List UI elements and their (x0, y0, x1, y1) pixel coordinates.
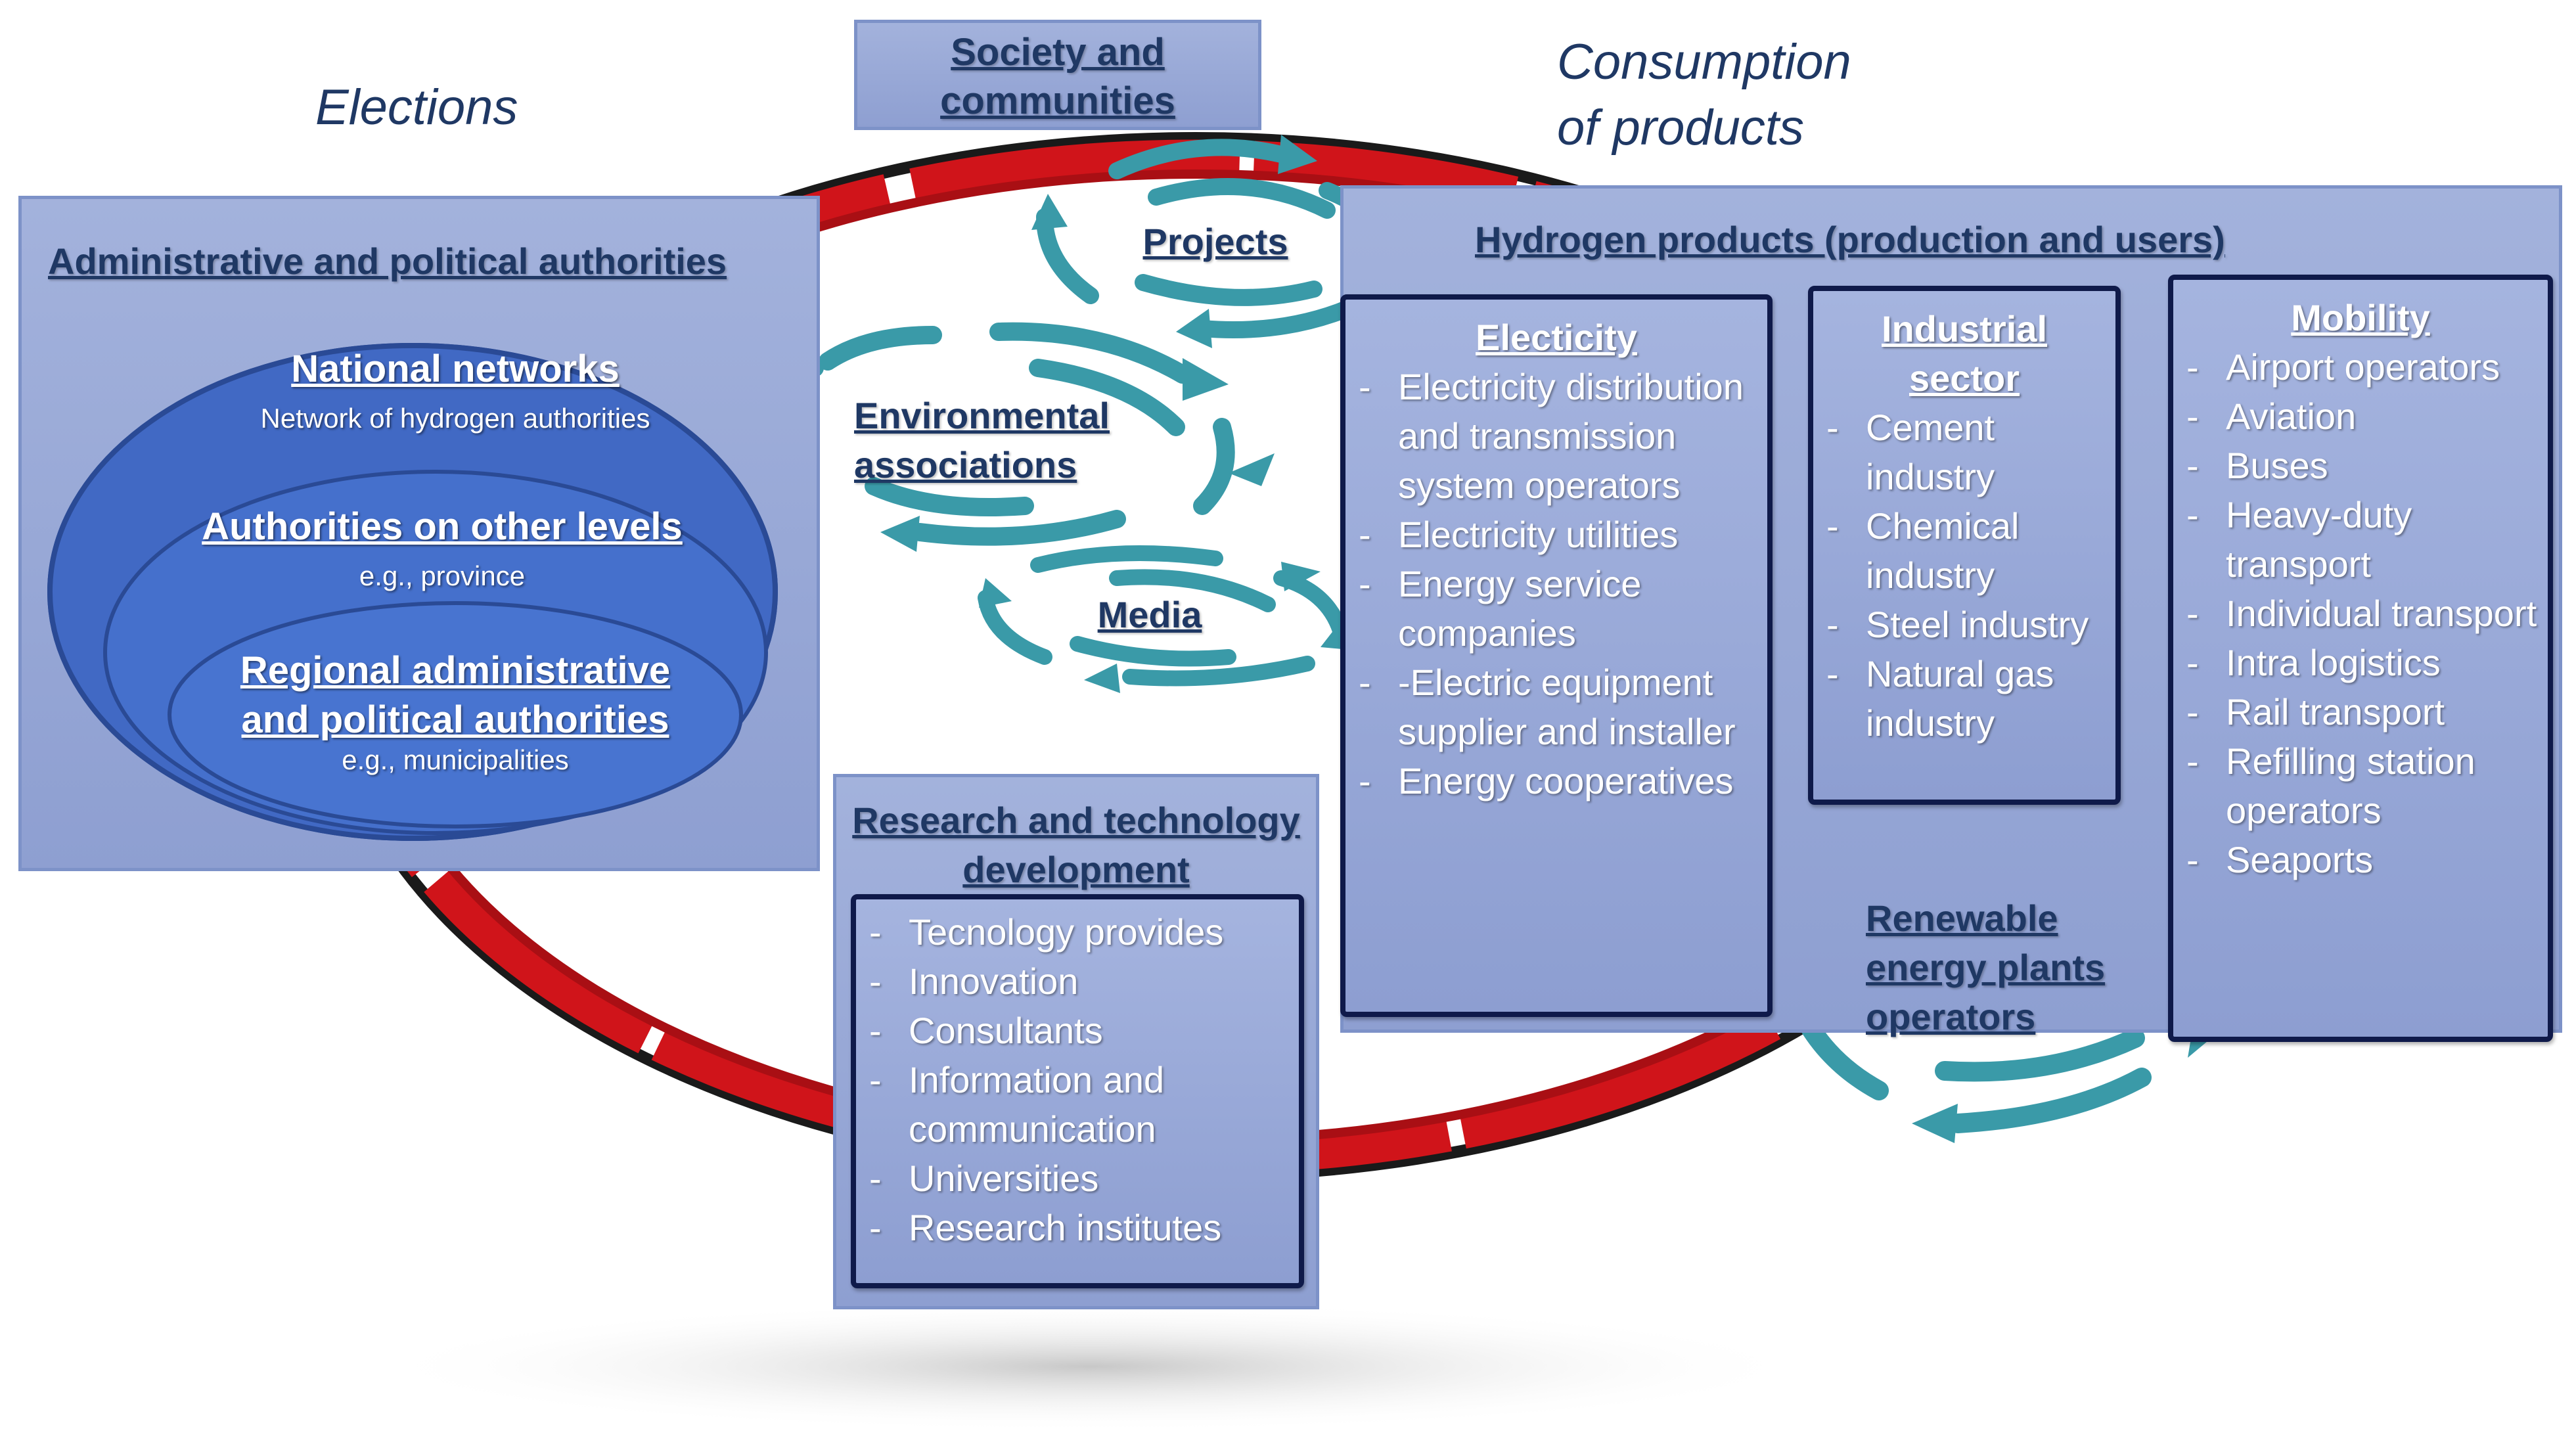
regional-authorities: Regional administrative and political au… (127, 646, 784, 776)
electricity-list: Electricity distribution and transmissio… (1345, 362, 1767, 805)
list-item: Information and communication (856, 1055, 1299, 1154)
mobility-box: Mobility Airport operatorsAviationBusesH… (2168, 275, 2553, 1042)
list-item: Intra logistics (2173, 638, 2548, 687)
media-label: Media (1097, 594, 1202, 635)
list-item: Rail transport (2173, 687, 2548, 736)
society-box: Society and communities (854, 20, 1261, 130)
list-item: Heavy-duty transport (2173, 490, 2548, 589)
consumption-label: Consumption of products (1557, 34, 1851, 156)
authorities-ellipses (47, 343, 778, 841)
list-item: Aviation (2173, 392, 2548, 441)
list-item: Tecnology provides (856, 907, 1299, 957)
environmental-label: Environmental associations (854, 395, 1110, 486)
list-item: Energy cooperatives (1345, 756, 1767, 805)
electricity-title: Electicity (1476, 317, 1637, 358)
list-item: Consultants (856, 1006, 1299, 1055)
ground-shadow (368, 1301, 1813, 1432)
list-item: Innovation (856, 957, 1299, 1006)
industrial-title: Industrial sector (1881, 308, 2048, 399)
industrial-list: Cement industryChemical industrySteel in… (1813, 403, 2115, 748)
list-item: Electricity utilities (1345, 510, 1767, 559)
list-item: Airport operators (2173, 342, 2548, 392)
list-item: Refilling station operators (2173, 736, 2548, 835)
research-list-box: Tecnology providesInnovationConsultantsI… (851, 894, 1304, 1288)
list-item: Seaports (2173, 835, 2548, 884)
list-item: Steel industry (1813, 600, 2115, 649)
list-item: Electricity distribution and transmissio… (1345, 362, 1767, 510)
research-box: Research and technology development Tecn… (833, 774, 1319, 1309)
other-authorities: Authorities on other levels e.g., provin… (114, 505, 771, 592)
media-swirl-icon (978, 545, 1348, 687)
list-item: Cement industry (1813, 403, 2115, 501)
other-authorities-sub: e.g., province (359, 560, 526, 591)
authorities-title: Administrative and political authorities (48, 240, 727, 282)
list-item: Universities (856, 1154, 1299, 1203)
society-title: Society and communities (940, 31, 1175, 122)
national-networks-sub: Network of hydrogen authorities (260, 403, 650, 434)
list-item: Individual transport (2173, 589, 2548, 638)
media-arrowheads-icon (979, 562, 1357, 693)
electricity-box: Electicity Electricity distribution and … (1340, 294, 1773, 1017)
research-title: Research and technology development (852, 800, 1300, 890)
list-item: Chemical industry (1813, 501, 2115, 600)
projects-swirl-icon (1036, 139, 1421, 338)
mobility-title: Mobility (2291, 297, 2430, 338)
regional-authorities-sub: e.g., municipalities (342, 744, 569, 775)
list-item: Buses (2173, 441, 2548, 490)
list-item: Natural gas industry (1813, 649, 2115, 748)
authorities-box: Administrative and political authorities… (18, 196, 820, 871)
other-authorities-title: Authorities on other levels (202, 505, 683, 548)
mobility-list: Airport operatorsAviationBusesHeavy-duty… (2173, 342, 2548, 884)
national-networks: National networks Network of hydrogen au… (127, 347, 784, 434)
list-item: Research institutes (856, 1203, 1299, 1252)
elections-label: Elections (315, 79, 518, 135)
list-item: Energy service companies (1345, 559, 1767, 658)
research-list: Tecnology providesInnovationConsultantsI… (856, 907, 1299, 1252)
list-item: -Electric equipment supplier and install… (1345, 658, 1767, 756)
national-networks-title: National networks (291, 348, 620, 390)
industrial-box: Industrial sector Cement industryChemica… (1808, 286, 2121, 805)
renewable-label: Renewable energy plants operators (1866, 897, 2106, 1037)
regional-authorities-title: Regional administrative and political au… (240, 649, 671, 741)
projects-label: Projects (1142, 221, 1288, 262)
hydrogen-title: Hydrogen products (production and users) (1475, 219, 2225, 260)
